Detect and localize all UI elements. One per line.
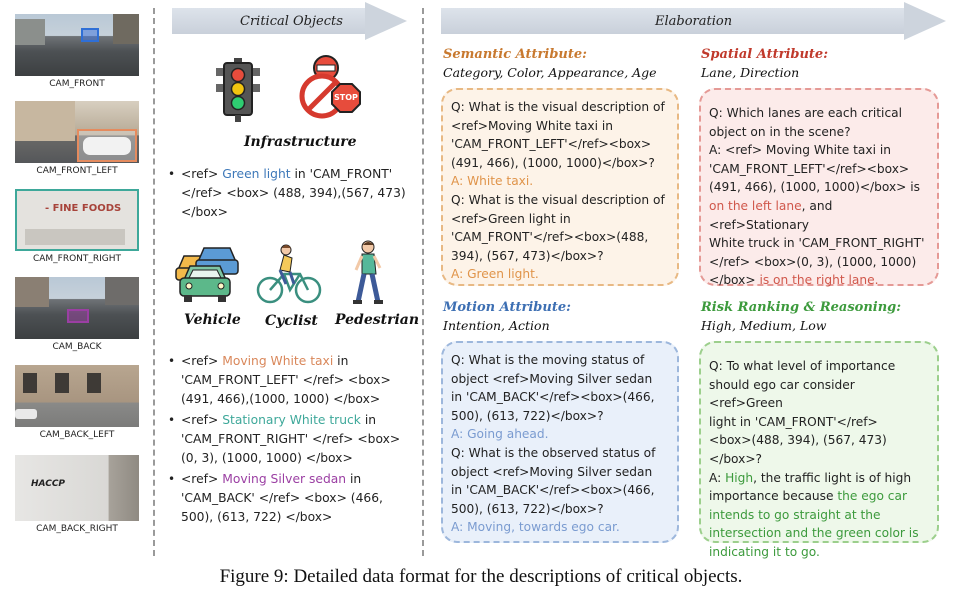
sedan-ref: Moving Silver sedan bbox=[222, 472, 347, 486]
risk-subtitle: High, Medium, Low bbox=[701, 318, 827, 333]
left-lane-answer: on the left lane bbox=[709, 198, 802, 213]
truck-ref: Stationary White truck bbox=[222, 413, 361, 427]
stop-sign-text: STOP bbox=[334, 93, 358, 102]
right-lane-answer: is on the right lane. bbox=[759, 273, 879, 288]
motion-box: Q: What is the moving status of object <… bbox=[441, 341, 679, 543]
cam-back-left-panel: CAM_BACK_LEFT bbox=[15, 365, 139, 440]
cam-back-right-label: CAM_BACK_RIGHT bbox=[36, 524, 118, 534]
cyclist-label: Cyclist bbox=[265, 313, 318, 329]
pedestrian-icon bbox=[350, 240, 390, 306]
risk-box: Q: To what level of importance should eg… bbox=[699, 341, 939, 559]
taxi-ref: Moving White taxi bbox=[222, 354, 334, 368]
vehicle-icon bbox=[174, 240, 244, 306]
spatial-title: Spatial Attribute: bbox=[701, 47, 829, 62]
semantic-box: Q: What is the visual description of <re… bbox=[441, 88, 679, 286]
figure-caption: Figure 9: Detailed data format for the d… bbox=[219, 566, 743, 587]
truck-lettering: - FINE FOODS bbox=[45, 203, 122, 214]
critical-objects-header: Critical Objects bbox=[240, 14, 343, 29]
cam-front-right-image: - FINE FOODS bbox=[15, 189, 139, 251]
haccp-lettering: HACCP bbox=[31, 479, 66, 489]
cam-back-left-label: CAM_BACK_LEFT bbox=[39, 430, 115, 440]
infrastructure-label: Infrastructure bbox=[244, 134, 357, 150]
cam-front-left-panel: CAM_FRONT_LEFT bbox=[15, 101, 139, 176]
semantic-answer-2: A: Green light. bbox=[451, 267, 539, 282]
cam-front-right-panel: - FINE FOODS CAM_FRONT_RIGHT bbox=[15, 189, 139, 264]
cam-back-label: CAM_BACK bbox=[52, 342, 102, 352]
taxi-item: • <ref> Moving White taxi in 'CAM_FRONT_… bbox=[168, 354, 391, 406]
green-light-ref: Green light bbox=[222, 167, 291, 181]
cam-front-panel: CAM_FRONT bbox=[15, 14, 139, 89]
cam-front-right-label: CAM_FRONT_RIGHT bbox=[32, 254, 122, 264]
green-light-bbox bbox=[81, 28, 99, 42]
motion-answer-1: A: Going ahead. bbox=[451, 427, 549, 442]
cam-front-left-image bbox=[15, 101, 139, 163]
critical-objects-arrow: Critical Objects bbox=[172, 2, 407, 40]
cam-back-right-image: HACCP bbox=[15, 455, 139, 521]
pedestrian-label: Pedestrian bbox=[335, 312, 420, 328]
semantic-answer-1: A: White taxi. bbox=[451, 174, 534, 189]
motion-answer-2: A: Moving, towards ego car. bbox=[451, 520, 620, 535]
semantic-title: Semantic Attribute: bbox=[443, 47, 587, 62]
cam-back-left-image bbox=[15, 365, 139, 427]
spatial-subtitle: Lane, Direction bbox=[701, 65, 800, 80]
semantic-subtitle: Category, Color, Appearance, Age bbox=[443, 65, 657, 80]
cam-back-panel: CAM_BACK bbox=[15, 277, 139, 352]
elaboration-header: Elaboration bbox=[655, 14, 733, 29]
risk-title: Risk Ranking & Reasoning: bbox=[701, 300, 902, 315]
traffic-light-icon bbox=[210, 58, 266, 122]
separator-left bbox=[153, 8, 155, 556]
cyclist-icon bbox=[256, 244, 322, 306]
taxi-bbox bbox=[77, 129, 137, 162]
separator-right bbox=[422, 8, 424, 556]
vehicle-label: Vehicle bbox=[184, 312, 241, 328]
risk-level-answer: High bbox=[725, 470, 754, 485]
infra-item: • <ref> Green light in 'CAM_FRONT' </ref… bbox=[168, 167, 406, 219]
road-signs-icon: STOP bbox=[296, 52, 366, 122]
motion-subtitle: Intention, Action bbox=[443, 318, 550, 333]
cam-front-label: CAM_FRONT bbox=[49, 79, 105, 89]
cam-front-image bbox=[15, 14, 139, 76]
elaboration-arrow: Elaboration bbox=[441, 2, 946, 40]
sedan-item: • <ref> Moving Silver sedan in 'CAM_BACK… bbox=[168, 472, 383, 524]
spatial-box: Q: Which lanes are each critical object … bbox=[699, 88, 939, 288]
cam-back-image bbox=[15, 277, 139, 339]
motion-title: Motion Attribute: bbox=[443, 300, 571, 315]
cam-back-right-panel: HACCP CAM_BACK_RIGHT bbox=[15, 455, 139, 534]
sedan-bbox bbox=[67, 309, 89, 323]
truck-item: • <ref> Stationary White truck in 'CAM_F… bbox=[168, 413, 401, 465]
cam-front-left-label: CAM_FRONT_LEFT bbox=[36, 166, 118, 176]
